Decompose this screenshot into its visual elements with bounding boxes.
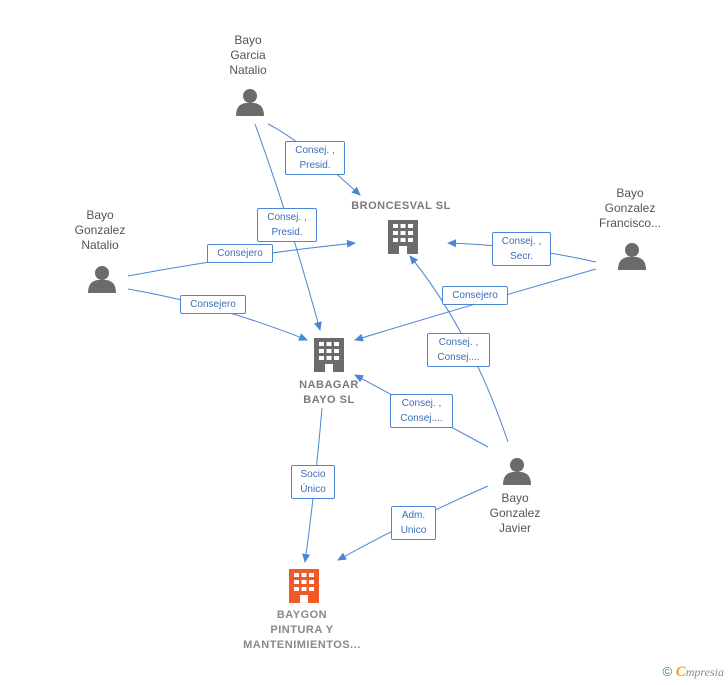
node-label-line: Bayo bbox=[86, 208, 114, 222]
edge-label-gnatalio-nabagar[interactable]: Consejero bbox=[180, 295, 246, 314]
edge-label-garcia-nabagar[interactable]: Consej. , Presid. bbox=[257, 208, 317, 242]
node-label-line: Garcia bbox=[230, 48, 266, 62]
edge-label-javier-baygon[interactable]: Adm. Unico bbox=[391, 506, 436, 540]
empresia-watermark: © Cmpresia bbox=[663, 664, 724, 681]
person-icon bbox=[236, 89, 264, 116]
edge-label-line: Presid. bbox=[271, 227, 303, 238]
brand-logo-letter: C bbox=[675, 664, 686, 680]
edge-label-line: Unico bbox=[400, 525, 427, 536]
node-label-line: Javier bbox=[498, 521, 531, 535]
edge-label-line: Consejero bbox=[190, 299, 236, 310]
node-label-line: Natalio bbox=[229, 63, 267, 77]
node-baygon[interactable]: BAYGON PINTURA Y MANTENIMIENTOS... bbox=[224, 608, 380, 653]
building-icon bbox=[314, 338, 344, 372]
node-bayo-gonzalez-javier[interactable]: Bayo Gonzalez Javier bbox=[475, 491, 555, 536]
node-bayo-gonzalez-natalio[interactable]: Bayo Gonzalez Natalio bbox=[60, 208, 140, 253]
node-broncesval[interactable]: BRONCESVAL SL bbox=[345, 199, 457, 214]
edge-label-line: Adm. bbox=[401, 510, 426, 521]
edge-label-line: Consej. , bbox=[401, 398, 442, 409]
person-icon bbox=[503, 458, 531, 485]
edge-label-line: Consej. , bbox=[438, 337, 479, 348]
edge-label-line: Consej.... bbox=[400, 413, 443, 424]
node-bayo-garcia-natalio[interactable]: Bayo Garcia Natalio bbox=[208, 33, 288, 78]
edge-label-line: Único bbox=[300, 484, 326, 495]
edge-label-francisco-broncesval[interactable]: Consej. , Secr. bbox=[492, 232, 551, 266]
node-label-line: NABAGAR bbox=[299, 379, 359, 391]
brand-logo-text: mpresia bbox=[685, 665, 724, 679]
edge-label-line: Socio bbox=[300, 469, 326, 480]
edge-label-line: Consejero bbox=[452, 290, 498, 301]
edge-label-line: Secr. bbox=[510, 251, 533, 262]
main-building-icon bbox=[289, 569, 319, 603]
node-label-line: Bayo bbox=[616, 186, 644, 200]
edge-label-garcia-broncesval[interactable]: Consej. , Presid. bbox=[285, 141, 345, 175]
node-label-line: Gonzalez bbox=[489, 506, 541, 520]
edge-label-javier-nabagar[interactable]: Consej. , Consej.... bbox=[390, 394, 453, 428]
edge-label-gnatalio-broncesval[interactable]: Consejero bbox=[207, 244, 273, 263]
edge-label-line: Consej.... bbox=[437, 352, 480, 363]
node-label-line: PINTURA Y bbox=[270, 624, 334, 636]
edge-label-line: Consej. , bbox=[267, 212, 307, 223]
edge-label-line: Presid. bbox=[299, 160, 331, 171]
building-icon bbox=[388, 220, 418, 254]
node-label-line: Bayo bbox=[501, 491, 529, 505]
node-bayo-gonzalez-francisco[interactable]: Bayo Gonzalez Francisco... bbox=[585, 186, 675, 231]
node-label-line: Natalio bbox=[81, 238, 119, 252]
copyright-icon: © bbox=[662, 664, 673, 679]
edge-label-line: Consej. , bbox=[501, 236, 542, 247]
edge-label-line: Consejero bbox=[217, 248, 263, 259]
edge-label-javier-broncesval[interactable]: Consej. , Consej.... bbox=[427, 333, 490, 367]
node-label-line: Francisco... bbox=[598, 216, 661, 230]
edge-label-nabagar-baygon[interactable]: Socio Único bbox=[291, 465, 335, 499]
node-label-line: BAYGON bbox=[276, 609, 328, 621]
node-label-line: BRONCESVAL SL bbox=[351, 200, 451, 212]
node-label-line: Gonzalez bbox=[604, 201, 656, 215]
node-label-line: BAYO SL bbox=[303, 394, 355, 406]
person-icon bbox=[88, 266, 116, 293]
node-label-line: Bayo bbox=[234, 33, 262, 47]
person-icon bbox=[618, 243, 646, 270]
node-label-line: Gonzalez bbox=[74, 223, 126, 237]
node-nabagar[interactable]: NABAGAR BAYO SL bbox=[284, 378, 374, 408]
edge-label-francisco-nabagar[interactable]: Consejero bbox=[442, 286, 508, 305]
node-label-line: MANTENIMIENTOS... bbox=[243, 639, 361, 651]
edge-label-line: Consej. , bbox=[295, 145, 335, 156]
